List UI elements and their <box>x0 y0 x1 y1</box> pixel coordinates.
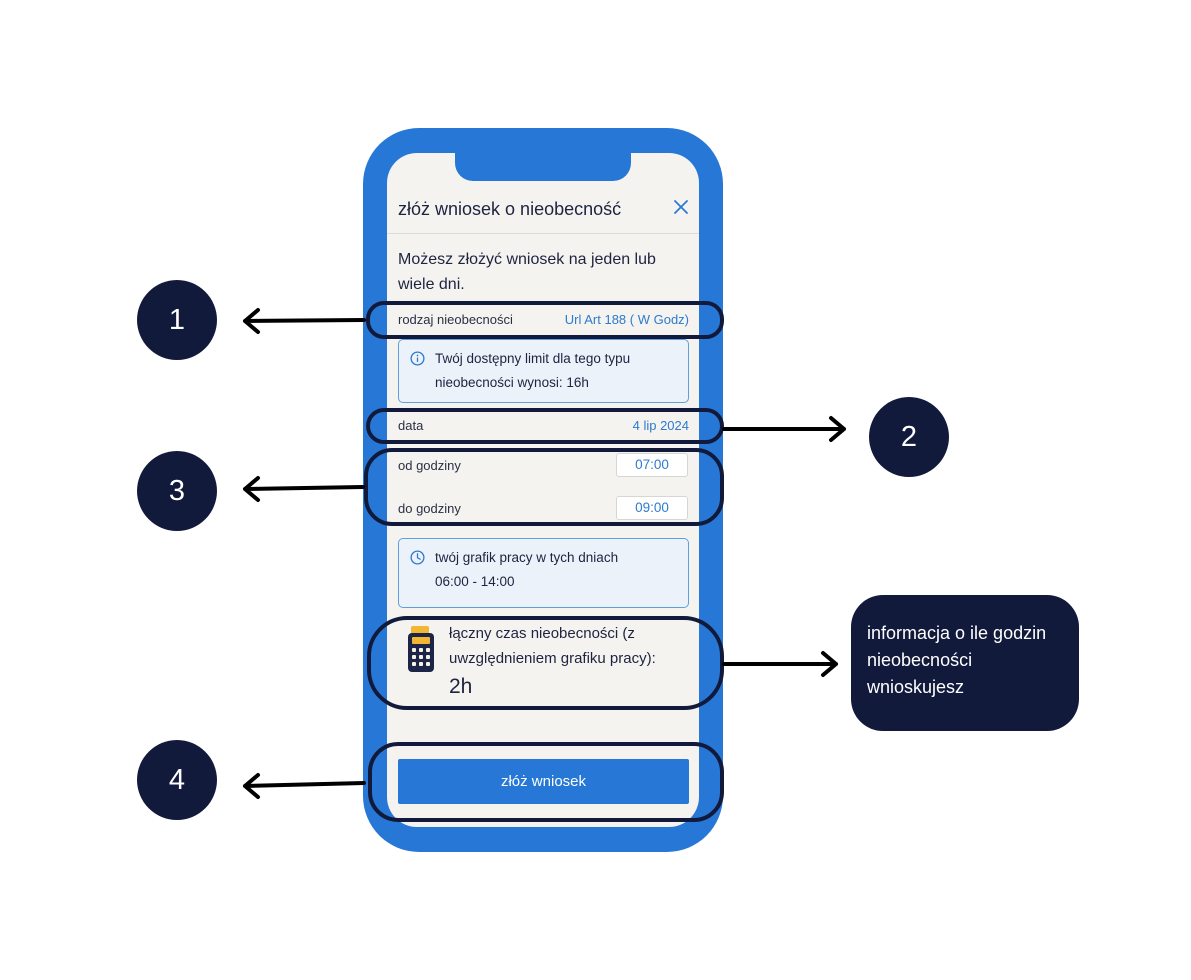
date-label: data <box>398 418 424 433</box>
clock-icon <box>410 550 425 565</box>
badge-1: 1 <box>137 280 217 360</box>
total-absence-value: 2h <box>449 675 473 698</box>
to-time-input[interactable]: 09:00 <box>616 496 688 520</box>
highlight-absence-type <box>366 301 724 339</box>
page-title: złóż wniosek o nieobecność <box>398 199 622 219</box>
header-divider <box>387 233 699 234</box>
highlight-total <box>367 616 724 710</box>
schedule-info-hours: 06:00 - 14:00 <box>435 574 515 589</box>
badge-2: 2 <box>869 397 949 477</box>
total-absence-label: łączny czas nieobecności (z uwzględnieni… <box>449 625 656 667</box>
limit-info-text: Twój dostępny limit dla tego typu nieobe… <box>435 351 631 390</box>
absence-type-select[interactable]: Url Art 188 ( W Godz) <box>564 312 689 327</box>
info-icon <box>410 351 425 366</box>
submit-request-button[interactable]: złóż wniosek <box>398 759 689 804</box>
schedule-info-title: twój grafik pracy w tych dniach <box>435 550 619 565</box>
arrow-3 <box>243 476 365 502</box>
badge-3: 3 <box>137 451 217 531</box>
schedule-info-box: twój grafik pracy w tych dniach 06:00 - … <box>398 538 689 608</box>
highlight-time-range <box>364 448 724 526</box>
to-time-label: do godziny <box>398 501 461 516</box>
phone-screen: złóż wniosek o nieobecność Możesz złożyć… <box>387 153 699 827</box>
calculator-icon <box>408 626 434 672</box>
close-icon <box>674 200 688 214</box>
arrow-1 <box>243 308 366 334</box>
limit-info-box: Twój dostępny limit dla tego typu nieobe… <box>398 339 689 403</box>
arrow-note <box>722 651 838 677</box>
phone-notch <box>455 153 631 181</box>
badge-4: 4 <box>137 740 217 820</box>
from-time-input[interactable]: 07:00 <box>616 453 688 477</box>
highlight-date <box>366 408 724 444</box>
date-picker[interactable]: 4 lip 2024 <box>632 418 689 433</box>
arrow-4 <box>243 773 366 799</box>
arrow-2 <box>722 416 846 442</box>
from-time-label: od godziny <box>398 458 461 473</box>
intro-text: Możesz złożyć wniosek na jeden lub wiele… <box>398 251 656 293</box>
highlight-submit <box>368 742 724 822</box>
annotation-note: informacja o ile godzin nieobecności wni… <box>851 595 1079 731</box>
close-button[interactable] <box>671 197 691 217</box>
absence-type-label: rodzaj nieobecności <box>398 312 513 327</box>
